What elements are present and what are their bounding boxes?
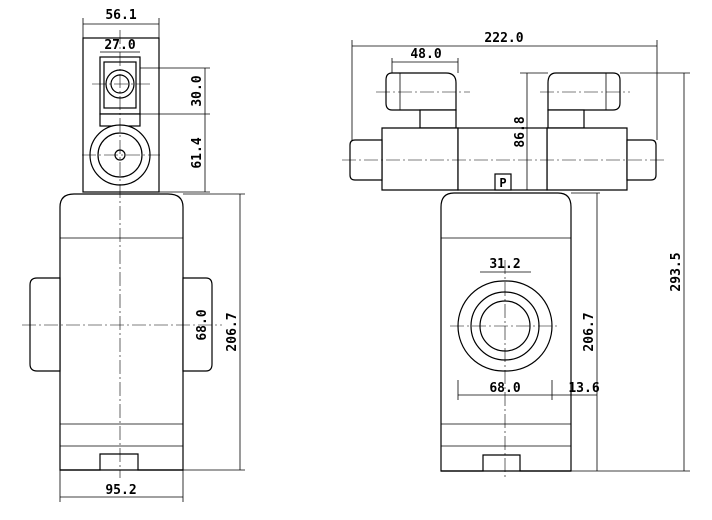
right-connector-right-neck <box>547 109 585 129</box>
left-view <box>22 18 245 502</box>
right-port-spacing-label: 68.0 <box>489 381 520 396</box>
left-fitting-height-label: 30.0 <box>190 75 205 106</box>
left-valve-body <box>59 193 184 471</box>
right-coil-right <box>546 127 628 191</box>
left-base-width-label: 95.2 <box>105 483 136 498</box>
right-connector-width-label: 48.0 <box>410 47 441 62</box>
left-coil-height-label: 61.4 <box>190 137 205 168</box>
right-connector-right <box>547 72 621 111</box>
right-view <box>342 40 690 478</box>
left-ear-right <box>182 277 213 372</box>
right-coil-height-label: 86.8 <box>513 116 528 147</box>
right-overall-height-label: 293.5 <box>669 252 684 291</box>
right-coil-left <box>381 127 459 191</box>
right-connector-left-neck <box>419 109 457 129</box>
right-port-p-box <box>494 173 512 191</box>
right-port-diameter-label: 31.2 <box>489 257 520 272</box>
left-fitting-width-label: 27.0 <box>104 38 135 53</box>
right-port-offset-label: 13.6 <box>568 381 599 396</box>
right-connector-left <box>385 72 457 111</box>
left-body-height-label: 206.7 <box>225 312 240 351</box>
left-inner-height-label: 68.0 <box>195 309 210 340</box>
right-body-height-label: 206.7 <box>582 312 597 351</box>
right-port-p-label: P <box>499 176 506 190</box>
right-overall-width-label: 222.0 <box>484 31 523 46</box>
left-ear-left <box>29 277 61 372</box>
left-top-width-label: 56.1 <box>105 8 136 23</box>
